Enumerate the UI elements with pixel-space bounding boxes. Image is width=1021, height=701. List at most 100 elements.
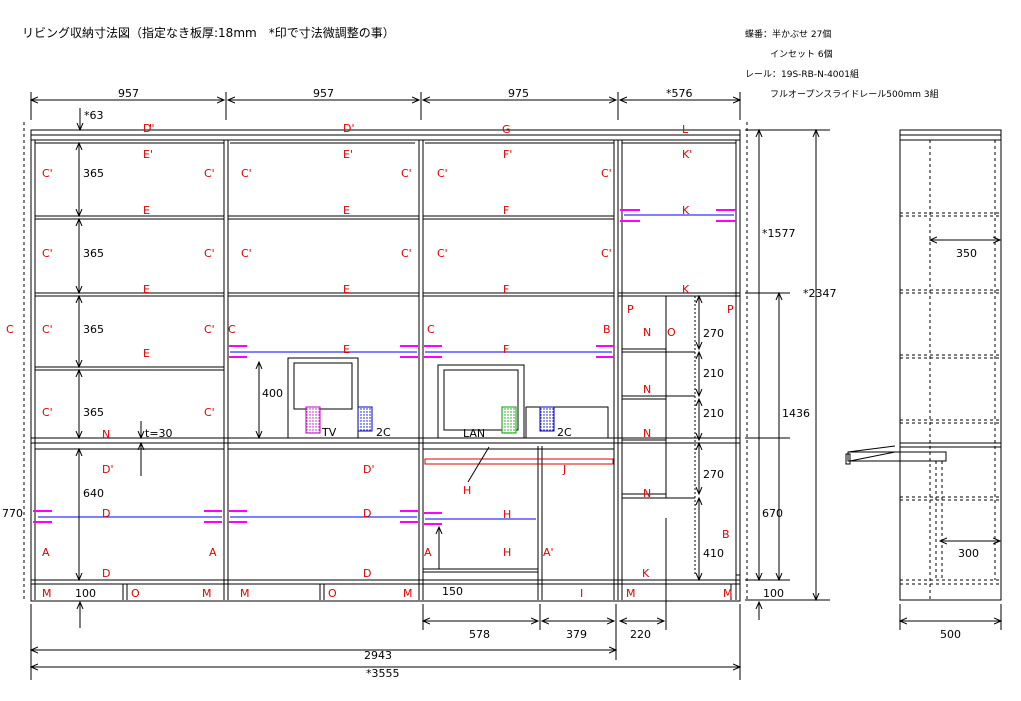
svg-text:C': C' xyxy=(437,167,448,180)
svg-text:K: K xyxy=(642,567,650,580)
svg-text:D': D' xyxy=(143,122,155,135)
svg-text:L: L xyxy=(682,123,689,136)
dim-side-500: 500 xyxy=(940,628,961,641)
dim-w4: *576 xyxy=(666,87,693,100)
svg-text:N: N xyxy=(643,326,651,339)
part-labels: D'' D' G L E' E' F' K' C' C' C' C' C' C'… xyxy=(6,122,734,600)
svg-text:N: N xyxy=(102,428,110,441)
dim-270b: 270 xyxy=(703,468,724,481)
side-view xyxy=(845,129,1001,630)
dim-410: 410 xyxy=(703,547,724,560)
svg-text:K': K' xyxy=(682,148,692,161)
svg-text:D: D xyxy=(363,567,371,580)
dim-w2: 957 xyxy=(313,87,334,100)
dim-365-1: 365 xyxy=(83,167,104,180)
svg-text:M: M xyxy=(202,587,212,600)
slide-rails xyxy=(38,214,734,520)
svg-text:P: P xyxy=(727,303,734,316)
svg-text:F: F xyxy=(503,343,509,356)
svg-text:E: E xyxy=(143,204,150,217)
svg-text:D: D xyxy=(102,567,110,580)
dim-365-3: 365 xyxy=(83,323,104,336)
dim-210a: 210 xyxy=(703,367,724,380)
svg-text:C': C' xyxy=(401,247,412,260)
svg-text:D': D' xyxy=(343,122,355,135)
svg-text:M: M xyxy=(240,587,250,600)
svg-text:E: E xyxy=(343,283,350,296)
svg-text:D: D xyxy=(102,507,110,520)
device-pink-left xyxy=(305,406,321,434)
svg-text:D': D' xyxy=(363,463,375,476)
dim-side-300: 300 xyxy=(958,547,979,560)
svg-text:O: O xyxy=(667,326,676,339)
svg-text:C': C' xyxy=(42,323,53,336)
svg-text:A: A xyxy=(424,546,432,559)
svg-text:K: K xyxy=(682,204,690,217)
svg-text:A: A xyxy=(209,546,217,559)
svg-text:O: O xyxy=(328,587,337,600)
svg-text:M: M xyxy=(626,587,636,600)
hinges xyxy=(33,209,736,525)
svg-text:C': C' xyxy=(601,167,612,180)
svg-text:P: P xyxy=(627,303,634,316)
dim-210b: 210 xyxy=(703,407,724,420)
note-inset: インセット 6個 xyxy=(770,48,833,60)
svg-text:K: K xyxy=(682,283,690,296)
svg-text:H: H xyxy=(503,508,511,521)
svg-text:M: M xyxy=(42,587,52,600)
svg-text:C': C' xyxy=(42,167,53,180)
note-rail: レール：19S-RB-N-4001組 xyxy=(745,68,859,80)
svg-text:B: B xyxy=(603,323,611,336)
inner-dimensions xyxy=(79,143,699,628)
dim-365-4: 365 xyxy=(83,406,104,419)
svg-text:O: O xyxy=(131,587,140,600)
svg-text:B: B xyxy=(722,528,730,541)
dim-3555: *3555 xyxy=(366,667,400,680)
svg-text:C': C' xyxy=(42,247,53,260)
dim-1436: 1436 xyxy=(782,407,810,420)
device-blue-right xyxy=(539,406,555,432)
svg-text:N: N xyxy=(643,427,651,440)
page-title: リビング収納寸法図（指定なき板厚:18mm *印で寸法微調整の事） xyxy=(22,25,395,40)
top-dimensions xyxy=(31,92,740,130)
dim-640: 640 xyxy=(83,487,104,500)
svg-text:E: E xyxy=(343,204,350,217)
label-tv: TV xyxy=(321,426,337,439)
svg-text:D': D' xyxy=(102,463,114,476)
svg-text:F': F' xyxy=(503,148,512,161)
svg-text:A: A xyxy=(42,546,50,559)
right-dimensions xyxy=(745,130,830,620)
tv-left xyxy=(287,357,359,439)
svg-text:A': A' xyxy=(543,546,554,559)
svg-text:I: I xyxy=(580,587,583,600)
device-green xyxy=(501,406,517,434)
label-2c-left: 2C xyxy=(376,426,391,439)
dim-top: *63 xyxy=(84,109,104,122)
svg-text:E: E xyxy=(143,283,150,296)
svg-text:C: C xyxy=(6,323,14,336)
label-lan: LAN xyxy=(463,427,485,440)
note-hinge: 蝶番：半かぶせ 27個 xyxy=(745,28,831,40)
dim-379: 379 xyxy=(566,628,587,641)
svg-text:C': C' xyxy=(241,247,252,260)
svg-text:C': C' xyxy=(204,406,215,419)
dim-side-350: 350 xyxy=(956,247,977,260)
svg-text:M: M xyxy=(403,587,413,600)
dim-100-left: 100 xyxy=(75,587,96,600)
dim-t30: t=30 xyxy=(145,427,173,440)
dim-w1: 957 xyxy=(118,87,139,100)
dim-100-right: 100 xyxy=(763,587,784,600)
svg-text:C': C' xyxy=(241,167,252,180)
svg-text:C': C' xyxy=(601,247,612,260)
svg-text:H: H xyxy=(503,546,511,559)
dim-2943: 2943 xyxy=(364,649,392,662)
dim-w3: 975 xyxy=(508,87,529,100)
svg-text:E': E' xyxy=(143,148,153,161)
svg-text:M: M xyxy=(723,587,733,600)
dim-220: 220 xyxy=(630,628,651,641)
dim-670: 670 xyxy=(762,507,783,520)
dim-770: 770 xyxy=(2,507,23,520)
cabinet-frame xyxy=(23,122,748,620)
svg-text:J: J xyxy=(562,463,566,476)
